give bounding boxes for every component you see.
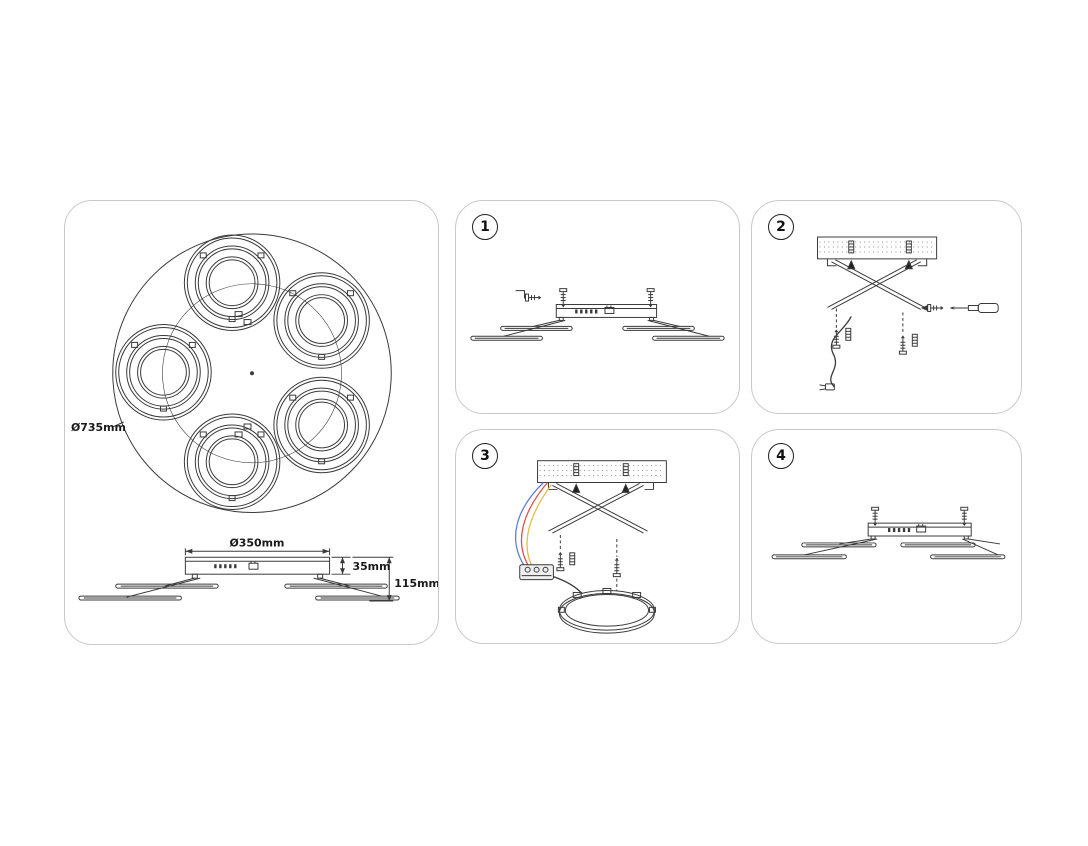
- wall-plug-icon: [622, 463, 629, 477]
- anchor-screw-icon: [612, 557, 621, 578]
- mount-bracket: [917, 258, 928, 267]
- cross-brackets: [827, 259, 925, 310]
- lamp-ring: [557, 588, 656, 634]
- step-4-badge: 4: [768, 443, 794, 469]
- ring-light: [183, 413, 281, 511]
- insert-arrow-icon: [572, 483, 581, 493]
- step-3-illustration: [515, 460, 667, 634]
- lamp-top-view: [112, 233, 392, 514]
- ring-plates: [78, 583, 400, 601]
- mount-bracket: [644, 482, 654, 490]
- drive-arrow-icon: [920, 305, 928, 311]
- panel-step-1: 1: [455, 200, 740, 414]
- canopy-height-label: 35mm: [352, 560, 390, 573]
- step-1-number: 1: [480, 219, 490, 235]
- step-2-number: 2: [776, 219, 786, 235]
- step-4-number: 4: [776, 448, 786, 464]
- insert-arrow-icon: [847, 260, 856, 270]
- ring-light: [115, 324, 212, 421]
- connector-icon: [248, 562, 259, 570]
- step-1-illustration: [470, 288, 725, 341]
- strap-screw-icon: [927, 304, 945, 312]
- anchor-screw-icon: [898, 334, 907, 355]
- mount-bracket: [826, 258, 837, 267]
- wall-plug-icon: [848, 240, 855, 254]
- mount-bar: [555, 304, 658, 318]
- wall-plug-icon: [905, 240, 912, 254]
- step-2-illustration: [817, 236, 999, 391]
- wall-plug-icon: [573, 463, 580, 477]
- ceiling-strip: [537, 460, 667, 484]
- anchor-screw-icon: [556, 551, 565, 572]
- panel-step-3: 3: [455, 429, 740, 644]
- step-3-badge: 3: [472, 443, 498, 469]
- ring-plates: [470, 325, 725, 341]
- ring-light: [273, 376, 370, 474]
- terminal-block: [519, 564, 554, 581]
- power-wire: [819, 316, 852, 391]
- lamp-dimensions-illustration: Ø735mm: [71, 233, 438, 602]
- step-1-badge: 1: [472, 214, 498, 240]
- wall-plug-icon: [569, 552, 576, 566]
- canopy-diameter-label: Ø350mm: [230, 536, 285, 549]
- supply-wires: [515, 482, 552, 572]
- cross-brackets: [548, 483, 648, 534]
- ring-light: [183, 234, 281, 331]
- insert-arrow-icon: [904, 260, 913, 270]
- screwdriver-icon: [950, 303, 999, 313]
- lamp-cable: [553, 575, 583, 594]
- diameter-dimension: Ø735mm: [71, 421, 126, 434]
- ring-plates: [771, 542, 1006, 560]
- lamp-side-view: [78, 548, 400, 602]
- ring-light: [273, 272, 370, 369]
- vent-holes: [214, 564, 237, 569]
- ceiling-strip: [817, 236, 938, 260]
- wall-plug-icon: [845, 327, 852, 341]
- panel-dimensions: Ø735mm: [64, 200, 439, 645]
- bracket-icon: [515, 290, 526, 299]
- panel-step-4: 4: [751, 429, 1022, 644]
- step-4-illustration: [771, 506, 1006, 560]
- total-height-label: 115mm: [394, 577, 438, 590]
- spare-screw-icon: [525, 293, 542, 302]
- top-view-diameter-label: Ø735mm: [71, 421, 126, 434]
- mount-bar: [867, 522, 972, 537]
- wall-plug-icon: [911, 333, 918, 347]
- panel-step-2: 2: [751, 200, 1022, 414]
- step-3-number: 3: [480, 448, 490, 464]
- mount-canopy: [184, 556, 331, 575]
- step-2-badge: 2: [768, 214, 794, 240]
